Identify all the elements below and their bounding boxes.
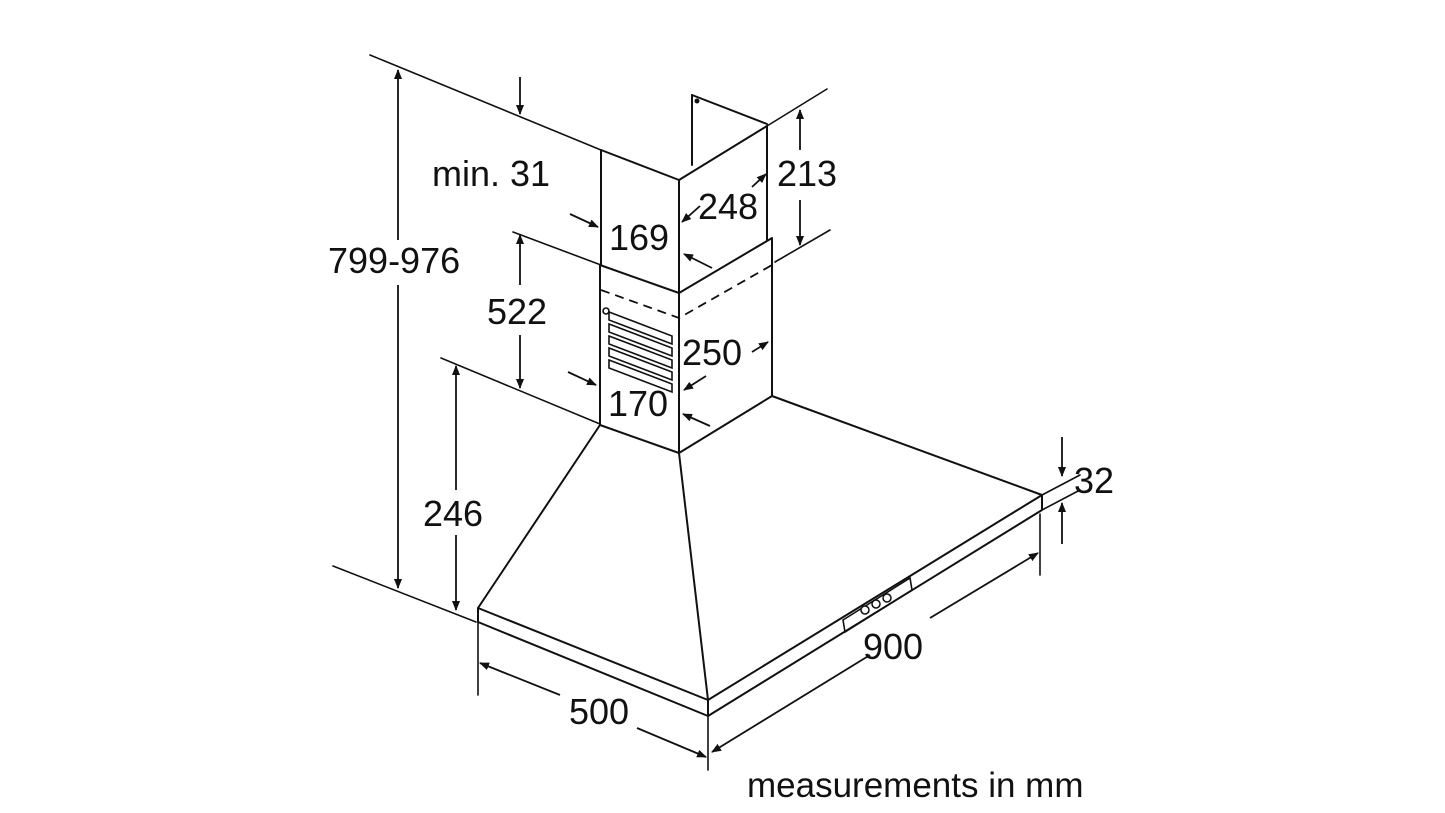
dimension-lines — [394, 69, 1066, 758]
label-169: 169 — [609, 217, 669, 258]
label-248: 248 — [698, 186, 758, 227]
control-knob-icon — [871, 599, 881, 609]
label-32: 32 — [1074, 460, 1114, 501]
label-250: 250 — [682, 332, 742, 373]
control-knob-icon — [882, 593, 892, 603]
label-900: 900 — [863, 626, 923, 667]
label-500: 500 — [569, 691, 629, 732]
control-knob-icon — [860, 605, 870, 615]
label-246: 246 — [423, 493, 483, 534]
label-min-31: min. 31 — [432, 153, 550, 194]
units-note: measurements in mm — [747, 766, 1083, 805]
label-213: 213 — [777, 153, 837, 194]
hood-body — [477, 94, 1043, 717]
dimension-labels: min. 31 799-976 169 248 213 522 250 170 … — [328, 153, 1114, 805]
label-170: 170 — [608, 383, 668, 424]
control-panel — [842, 576, 913, 634]
label-799-976: 799-976 — [328, 240, 460, 281]
vent-grille-icon — [602, 307, 673, 394]
label-522: 522 — [487, 291, 547, 332]
extension-lines — [332, 54, 1081, 771]
